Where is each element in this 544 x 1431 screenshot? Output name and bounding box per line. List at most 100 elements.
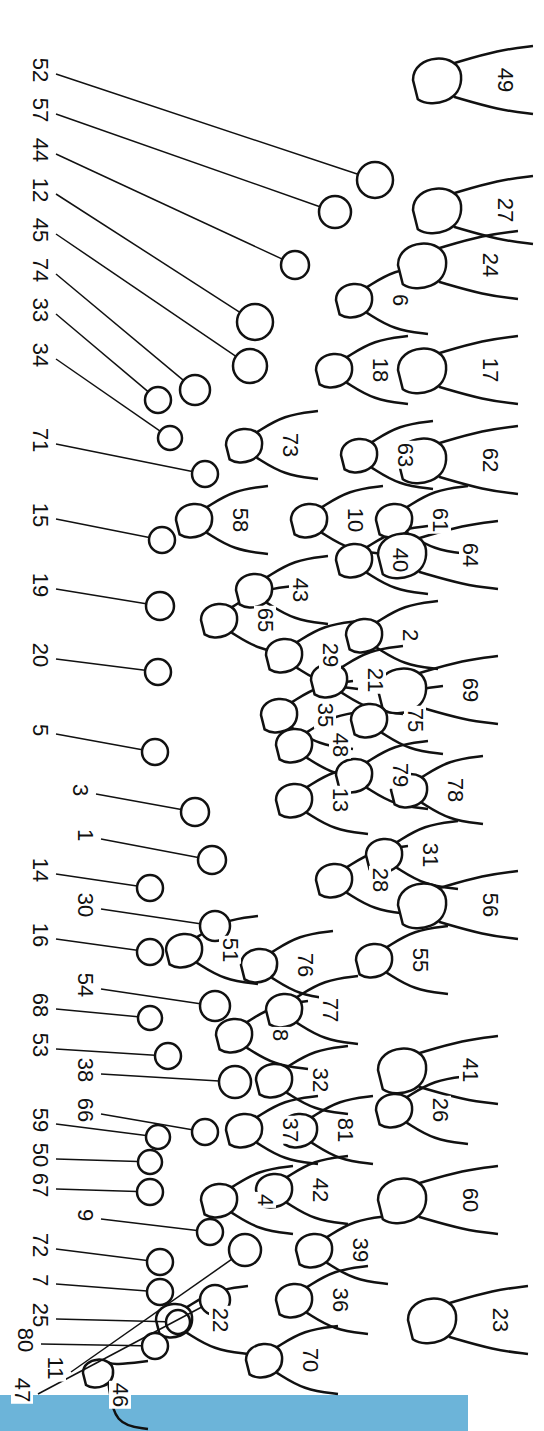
- cell-wall: [272, 931, 333, 952]
- cell-wall: [439, 336, 518, 353]
- epidermal-cell: [145, 387, 171, 413]
- callout-number: 63: [394, 441, 416, 469]
- callout-number: 71: [29, 426, 51, 454]
- leader-line: [56, 114, 320, 207]
- epidermal-cell: [146, 592, 174, 620]
- callout-number: 9: [74, 1207, 96, 1223]
- callout-number: 27: [494, 196, 516, 224]
- leader-line: [56, 1009, 138, 1017]
- cell-wall: [454, 97, 533, 114]
- callout-number: 72: [29, 1231, 51, 1259]
- cell-nucleus: [256, 1064, 292, 1097]
- callout-number: 80: [14, 1326, 36, 1354]
- callout-number: 55: [409, 946, 431, 974]
- callout-number: 46: [109, 1381, 131, 1409]
- callout-number: 45: [29, 216, 51, 244]
- epidermal-cell: [192, 461, 218, 487]
- cell-wall: [307, 813, 368, 834]
- leader-line: [96, 794, 181, 809]
- cell-nucleus: [201, 1184, 237, 1217]
- cell-wall: [277, 1373, 338, 1394]
- callout-number: 58: [229, 506, 251, 534]
- callout-number: 35: [314, 701, 336, 729]
- cell-wall: [347, 383, 408, 404]
- epidermal-cell: [158, 426, 182, 450]
- epidermal-cell: [147, 1249, 173, 1275]
- callout-number: 70: [299, 1346, 321, 1374]
- callout-number: 12: [29, 176, 51, 204]
- callout-number: 81: [334, 1116, 356, 1144]
- cell-nucleus: [378, 1049, 426, 1094]
- cell-nucleus: [378, 1179, 426, 1224]
- callout-number: 36: [329, 1286, 351, 1314]
- cell-nucleus: [356, 944, 392, 977]
- leader-line: [56, 1319, 166, 1322]
- cell-nucleus: [376, 504, 412, 537]
- cell-wall: [439, 922, 518, 939]
- leader-line: [56, 1189, 137, 1192]
- callout-number: 16: [29, 921, 51, 949]
- cell-nucleus: [241, 949, 277, 982]
- callout-number: 38: [74, 1056, 96, 1084]
- epidermal-cell: [181, 798, 209, 826]
- callout-number: 48: [329, 731, 351, 759]
- leader-line: [56, 734, 142, 750]
- leader-lines: [38, 74, 393, 1394]
- epidermal-cell: [192, 1119, 218, 1145]
- cell-wall: [439, 871, 518, 888]
- callout-number: 22: [209, 1306, 231, 1334]
- callout-number: 73: [279, 431, 301, 459]
- cell-nucleus: [378, 534, 426, 579]
- cell-nucleus: [398, 349, 446, 394]
- cell-walls: [109, 46, 534, 1429]
- cell-wall: [407, 486, 468, 507]
- callout-number: 69: [459, 676, 481, 704]
- cell-wall: [347, 336, 408, 357]
- callout-number: 20: [29, 641, 51, 669]
- cell-wall: [287, 1203, 348, 1224]
- epidermal-cell: [200, 991, 230, 1021]
- cell-nucleus: [316, 864, 352, 897]
- leader-line: [56, 874, 137, 886]
- cell-wall: [367, 741, 428, 762]
- callout-number: 29: [319, 641, 341, 669]
- cell-nucleus: [336, 544, 372, 577]
- cell-wall: [207, 486, 268, 507]
- leader-line: [101, 1219, 197, 1230]
- callout-number: 18: [369, 356, 391, 384]
- epidermal-cell: [137, 1179, 163, 1205]
- callout-number: 54: [74, 971, 96, 999]
- cell-nucleus: [413, 59, 461, 104]
- callout-number: 17: [479, 356, 501, 384]
- cell-nucleus: [176, 504, 212, 537]
- callout-number: 51: [219, 936, 241, 964]
- callout-number: 26: [429, 1096, 451, 1124]
- leader-line: [56, 314, 148, 392]
- callout-number: 50: [29, 1141, 51, 1169]
- leader-line: [101, 909, 200, 924]
- callout-number: 34: [29, 341, 51, 369]
- epidermal-cell: [198, 846, 226, 874]
- callout-number: 14: [29, 856, 51, 884]
- leader-line: [71, 1259, 232, 1372]
- cell-nucleus: [376, 1094, 412, 1127]
- cell-wall: [439, 282, 518, 299]
- cell-wall: [419, 1036, 498, 1053]
- cell-nucleus: [266, 639, 302, 672]
- leader-line: [56, 659, 145, 670]
- callout-number: 32: [309, 1066, 331, 1094]
- cell-wall: [287, 1156, 348, 1177]
- leader-line: [56, 154, 282, 259]
- leader-line: [56, 1159, 138, 1162]
- callout-number: 11: [44, 1355, 66, 1382]
- callout-number: 49: [494, 66, 516, 94]
- epidermal-cell: [357, 162, 393, 198]
- callout-number: 43: [289, 576, 311, 604]
- callout-number: 24: [479, 251, 501, 279]
- callout-number: 13: [329, 786, 351, 814]
- cell-nucleus: [408, 1299, 456, 1344]
- cell-wall: [109, 1361, 149, 1364]
- cell-nucleus: [276, 1284, 312, 1317]
- leader-line: [56, 1049, 155, 1055]
